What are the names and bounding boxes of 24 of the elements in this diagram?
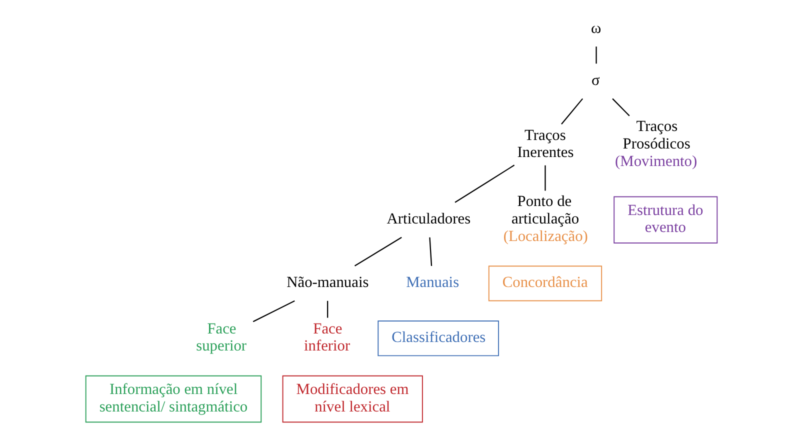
node-box: Modificadores em nível lexical [282, 375, 423, 423]
node-text: Não-manuais [286, 274, 369, 292]
node-text: Face inferior [304, 320, 350, 355]
connector [429, 237, 432, 266]
node-box: Classificadores [378, 320, 500, 356]
node-text: Manuais [406, 274, 460, 292]
connector [596, 46, 597, 64]
node-text: σ [591, 72, 600, 89]
connector [544, 165, 546, 191]
node-box: Estrutura do evento [614, 196, 718, 244]
connector [454, 164, 515, 203]
node-box: Concordância [488, 266, 602, 302]
node-text: Articuladores [386, 210, 471, 228]
node-text: ω [590, 20, 602, 37]
node-text: Ponto de articulação (Localização) [503, 193, 588, 245]
connector [354, 236, 402, 266]
connector [252, 300, 295, 322]
node-text: Traços Prosódicos (Movimento) [615, 118, 698, 170]
connector [327, 300, 328, 318]
node-box: Informação em nível sentencial/ sintagmático [85, 375, 262, 423]
node-text: Traços Inerentes [517, 126, 574, 162]
connector [612, 98, 630, 116]
node-text: Face superior [196, 320, 247, 355]
connector [561, 98, 584, 125]
